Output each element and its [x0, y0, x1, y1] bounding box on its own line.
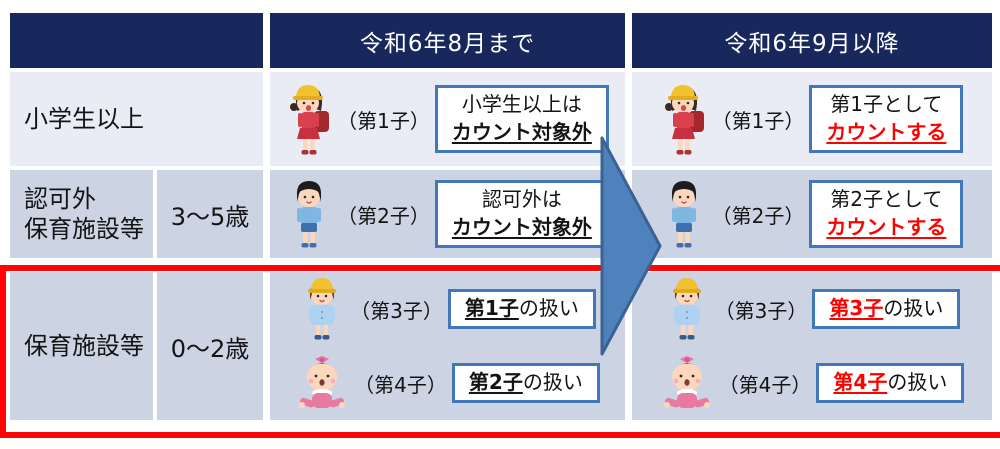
row-unlicensed-age: 3〜5歳 — [157, 170, 263, 258]
schoolgirl-icon — [290, 85, 330, 155]
child-tag: （第3子） — [714, 298, 808, 323]
child-tag: （第1子） — [711, 108, 805, 133]
rule-box: 第2子の扱い — [451, 363, 600, 403]
header-before-label: 令和6年8月まで — [359, 30, 536, 57]
row-unlicensed-after-cell: （第2子） 第2子として カウントする — [632, 170, 992, 258]
row-elementary-label: 小学生以上 — [10, 72, 263, 166]
rule-box-emphasis: 第3子 — [829, 296, 884, 321]
rule-box-line2: カウント対象外 — [451, 215, 592, 239]
rule-box-emphasis: 第4子 — [833, 370, 888, 395]
row-childcare-before-cell: （第3子） 第1子の扱い — [270, 272, 625, 420]
rule-box-line2: カウントする — [826, 215, 947, 239]
child-tag: （第2子） — [711, 203, 805, 228]
row-childcare-label: 保育施設等 — [10, 272, 153, 420]
child-tag: （第4子） — [718, 372, 812, 397]
rule-box-line2: カウント対象外 — [451, 120, 592, 144]
rule-box-line2: カウントする — [826, 120, 947, 144]
boy-icon — [671, 181, 696, 248]
header-after-label: 令和6年9月以降 — [724, 30, 900, 57]
rule-box-rest: の扱い — [522, 370, 583, 395]
rule-box: 第4子の扱い — [816, 363, 965, 403]
row-elementary-category: 小学生以上 — [24, 105, 144, 133]
rule-box-line1: 第2子として — [830, 187, 943, 212]
rule-box: 認可外は カウント対象外 — [434, 180, 609, 248]
row-unlicensed-before-cell: （第2子） 認可外は カウント対象外 — [270, 170, 625, 258]
rule-box-line1: 認可外は — [481, 187, 562, 212]
row-elementary-before-cell: （第1子） 小学生以上は カウント対象外 — [270, 72, 625, 166]
toddler-icon — [672, 278, 701, 340]
header-cell-before: 令和6年8月まで — [270, 13, 625, 68]
child-tag: （第1子） — [337, 108, 430, 133]
rule-box: 第3子の扱い — [812, 289, 961, 329]
highlight-frame — [0, 265, 1000, 438]
rule-box: 第1子の扱い — [447, 289, 596, 329]
right-arrow-icon — [600, 136, 662, 356]
row-unlicensed-label: 認可外 保育施設等 — [10, 170, 153, 258]
rule-box-rest: の扱い — [883, 296, 944, 321]
rule-box-line1: 小学生以上は — [461, 92, 582, 117]
third-child-after: （第3子） 第3子の扱い — [632, 272, 992, 346]
header-cell-after: 令和6年9月以降 — [632, 13, 992, 68]
child-tag: （第3子） — [350, 298, 443, 323]
age-label: 0〜2歳 — [170, 334, 250, 363]
fourth-child-after: （第4子） 第4子の扱い — [632, 346, 992, 420]
toddler-icon — [308, 278, 337, 340]
row-unlicensed-category-line1: 認可外 — [24, 185, 96, 213]
header-cell-empty — [10, 13, 263, 68]
child-tag: （第2子） — [337, 203, 430, 228]
rule-box: 小学生以上は カウント対象外 — [434, 85, 609, 153]
row-childcare-category: 保育施設等 — [24, 332, 144, 360]
fourth-child-before: （第4子） 第2子の扱い — [270, 346, 625, 420]
third-child-before: （第3子） 第1子の扱い — [270, 272, 625, 346]
row-childcare-after-cell: （第3子） 第3子の扱い — [632, 272, 992, 420]
rule-box: 第2子として カウントする — [809, 180, 964, 248]
row-childcare-age: 0〜2歳 — [157, 272, 263, 420]
baby-icon — [663, 356, 710, 408]
row-unlicensed-category-line2: 保育施設等 — [24, 215, 144, 243]
rule-box-rest: の扱い — [518, 296, 579, 321]
rule-box-emphasis: 第2子 — [468, 370, 523, 395]
age-label: 3〜5歳 — [170, 202, 250, 231]
rule-box-line1: 第1子として — [830, 92, 943, 117]
boy-icon — [297, 181, 322, 248]
rule-box: 第1子として カウントする — [809, 85, 964, 153]
rule-box-emphasis: 第1子 — [464, 296, 519, 321]
rule-box-rest: の扱い — [887, 370, 948, 395]
baby-icon — [299, 356, 346, 408]
schoolgirl-icon — [664, 85, 704, 155]
child-tag: （第4子） — [354, 372, 447, 397]
row-elementary-after-cell: （第1子） 第1子として カウントする — [632, 72, 992, 166]
